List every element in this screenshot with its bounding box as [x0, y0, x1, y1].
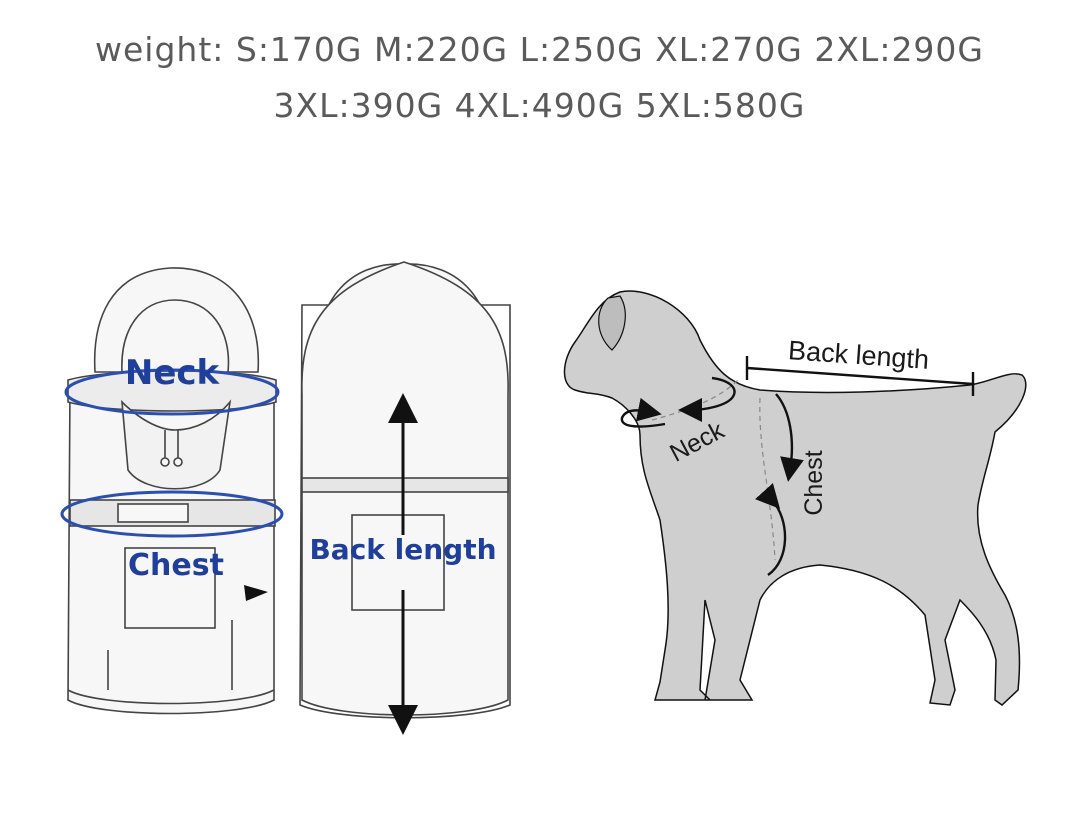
coat-back	[299, 261, 511, 719]
coat-front	[67, 267, 277, 715]
weight-line-2: 3XL:390G 4XL:490G 5XL:580G	[273, 86, 806, 125]
dog-chest-measure	[755, 393, 804, 576]
coat-back-length-label: Back length	[309, 533, 496, 566]
dog-back-length-label: Back length	[787, 335, 930, 375]
dog-neck-measure	[620, 376, 736, 428]
coat-back-pocket	[351, 514, 445, 611]
dog-chest-label: Chest	[800, 450, 828, 515]
weight-line-1: weight: S:170G M:220G L:250G XL:270G 2XL…	[95, 30, 984, 69]
coat-pointer-arrow	[244, 585, 268, 601]
coat-chest-label: Chest	[128, 548, 224, 583]
coat-neck-label: Neck	[125, 353, 221, 393]
dog-back-length-measure	[745, 356, 975, 396]
coat-front-pocket	[124, 547, 216, 629]
dog-silhouette	[563, 290, 1027, 706]
chest-measure-ring	[60, 490, 284, 538]
coat-front-hood	[93, 267, 260, 373]
neck-measure-ring	[64, 368, 280, 416]
